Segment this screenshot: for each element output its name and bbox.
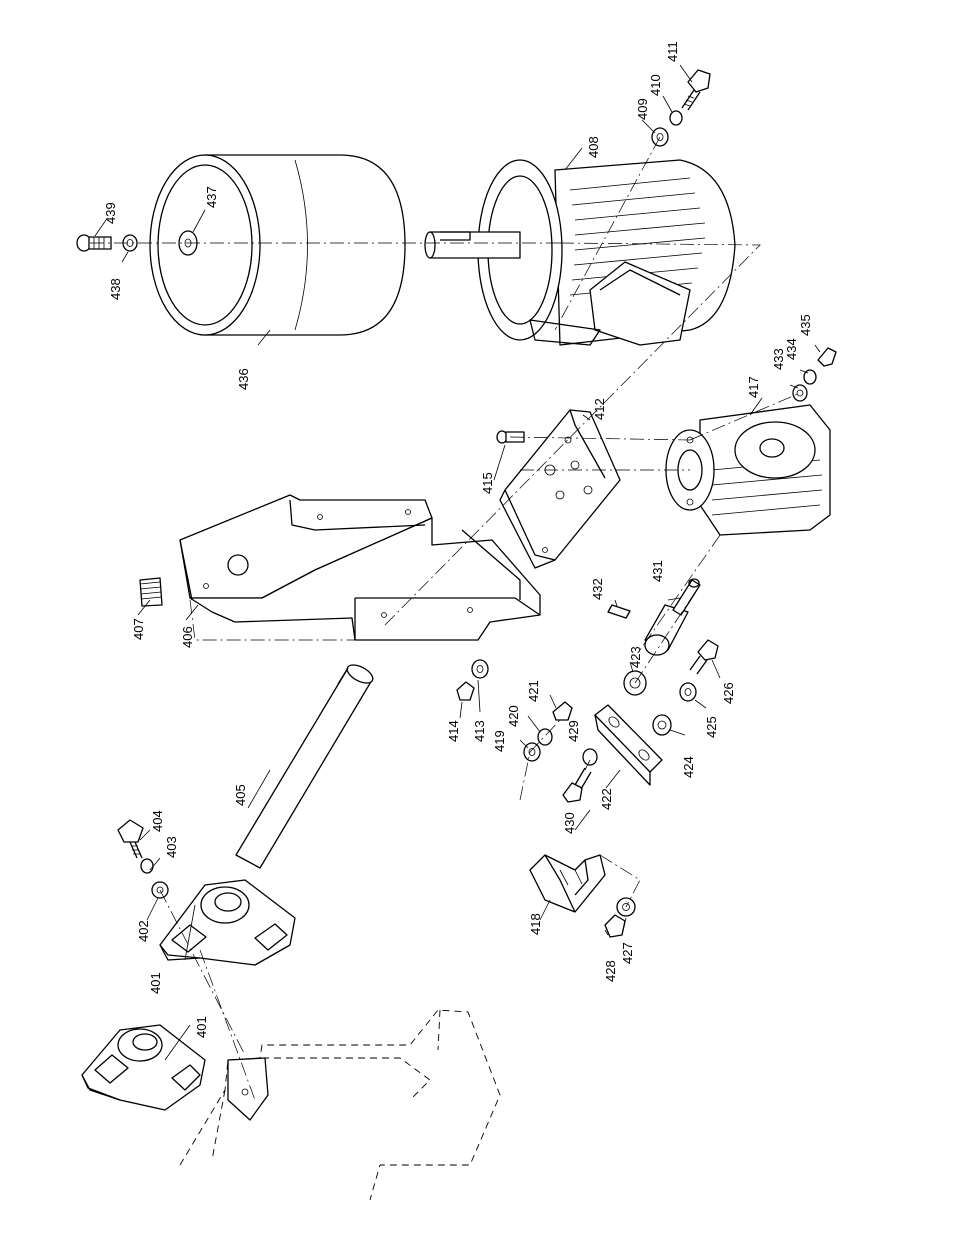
label-433: 433 [771,348,786,370]
shaft-405 [235,664,374,869]
label-408: 408 [586,136,601,158]
washer-429 [582,748,598,766]
label-424: 424 [681,756,696,778]
screw-421 [552,701,573,721]
label-431: 431 [650,560,665,582]
label-438: 438 [108,278,123,300]
label-430: 430 [562,812,577,834]
label-406: 406 [180,626,195,648]
pillow-block-401-left [81,1024,206,1111]
label-429: 429 [566,720,581,742]
label-409: 409 [635,98,650,120]
bolt-430 [562,767,592,803]
label-427: 427 [620,942,635,964]
label-425: 425 [704,716,719,738]
motor-408 [424,159,736,346]
bolt-426 [689,639,719,675]
lock-washer-403 [140,858,154,874]
alignment-lines [90,136,801,1101]
spacer-424 [652,714,672,736]
label-439: 439 [103,202,118,224]
label-422: 422 [599,788,614,810]
set-screw-407 [139,577,163,607]
label-423: 423 [628,646,643,668]
pulley-431 [644,578,701,656]
label-435: 435 [798,314,813,336]
label-428: 428 [603,960,618,982]
label-432: 432 [590,578,605,600]
lock-washer-410 [669,110,683,126]
label-419: 419 [492,730,507,752]
swing-arm-406 [179,494,541,641]
label-434: 434 [784,338,799,360]
lock-washer-434 [803,369,817,385]
label-411: 411 [665,41,680,62]
label-418: 418 [528,913,543,935]
gearbox-417 [665,404,831,536]
label-404: 404 [150,810,165,832]
mounting-plate-412 [499,409,621,569]
drum-436 [149,154,406,336]
label-437: 437 [204,186,219,208]
label-410: 410 [648,74,663,96]
leader-lines [94,64,821,1061]
label-426: 426 [721,682,736,704]
washer-413 [471,659,489,679]
label-405: 405 [233,784,248,806]
washer-419 [523,742,541,762]
washer-433 [792,384,808,402]
bracket-422 [594,704,663,786]
bolt-404 [117,819,144,859]
label-414: 414 [446,720,461,742]
washer-420 [537,728,553,746]
label-415: 415 [480,472,495,494]
bolt-411 [681,69,711,111]
part-labels: 401 401 402 403 404 405 406 407 408 409 … [103,41,813,1038]
label-402: 402 [136,920,151,942]
label-401b: 401 [148,972,163,994]
machine-frame-outline [179,1009,501,1201]
label-401a: 401 [194,1016,209,1038]
bracket-418 [529,854,606,913]
label-403: 403 [164,836,179,858]
label-436: 436 [236,368,251,390]
pillow-block-401-right [159,879,296,966]
label-407: 407 [131,618,146,640]
screw-435 [817,347,837,367]
label-417: 417 [746,376,761,398]
label-421: 421 [526,680,541,702]
washer-425 [679,682,697,702]
nut-414 [456,681,475,701]
label-420: 420 [506,705,521,727]
key-432 [607,604,631,619]
label-413: 413 [472,720,487,742]
label-412: 412 [592,398,607,420]
